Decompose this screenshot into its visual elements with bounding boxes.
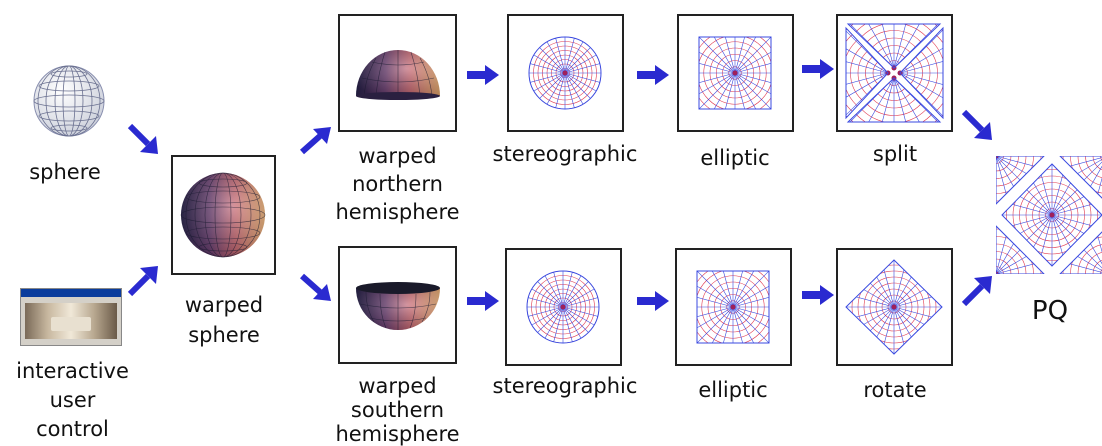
sphere-label: sphere [10,160,120,184]
user-control-label: interactive user control [0,357,145,444]
arrow-to-southern [298,272,334,304]
arrow-north-1 [465,64,501,86]
arrow-north-3 [800,58,836,80]
arrow-north-2 [635,64,671,86]
southern-hemisphere-box [338,246,457,364]
arrow-south-2 [635,290,671,312]
arrow-split-to-pq [960,108,996,144]
southern-hemisphere-label: warped southern hemisphere [330,374,465,446]
south-elliptic-box [675,248,792,366]
arrow-rotate-to-pq [960,272,996,308]
pq-graphic-container [996,156,1102,274]
sphere-graphic [32,64,106,138]
pq-label: PQ [1010,296,1090,326]
northern-hemisphere-label: warped northern hemisphere [330,142,465,226]
arrow-to-northern [298,124,334,156]
user-control-screenshot[interactable] [20,288,122,346]
northern-hemisphere-box [338,14,457,132]
split-box [836,14,953,132]
north-elliptic-label: elliptic [675,146,795,170]
warped-sphere-label: warped sphere [168,290,280,350]
south-stereographic-label: stereographic [485,374,645,398]
warped-sphere-box [171,155,276,275]
north-stereographic-box [507,14,624,132]
north-stereographic-graphic [509,16,622,130]
south-stereographic-graphic [507,250,620,364]
arrow-control-to-warped [126,262,162,298]
arrow-south-3 [800,284,836,306]
rotate-label: rotate [835,378,955,402]
pq-graphic [996,156,1102,274]
south-elliptic-graphic [677,250,790,364]
arrow-sphere-to-warped [126,122,162,158]
rotate-graphic [838,250,951,364]
north-elliptic-graphic [679,16,792,130]
split-label: split [835,142,955,166]
south-stereographic-box [505,248,622,366]
split-graphic [838,16,951,130]
rotate-box [836,248,953,366]
south-elliptic-label: elliptic [673,378,793,402]
north-elliptic-box [677,14,794,132]
north-stereographic-label: stereographic [485,142,645,166]
arrow-south-1 [465,290,501,312]
